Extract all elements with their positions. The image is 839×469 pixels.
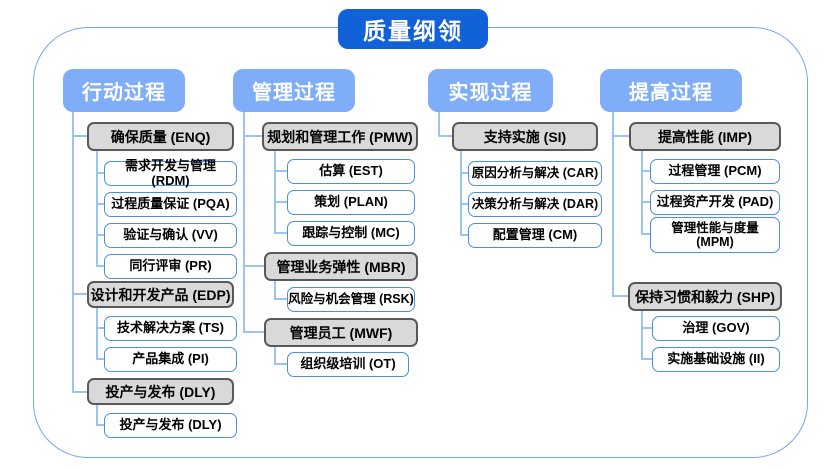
- connector-line: [274, 281, 276, 300]
- node-gov: 治理 (GOV): [652, 316, 780, 341]
- connector-line: [460, 172, 468, 174]
- connector-line: [641, 201, 650, 203]
- connector-line: [274, 170, 287, 172]
- connector-line: [274, 298, 287, 300]
- node-mwf: 管理员工 (MWF): [264, 318, 418, 347]
- connector-line: [274, 232, 287, 234]
- connector-line: [612, 295, 628, 297]
- node-rsk: 风险与机会管理 (RSK): [287, 287, 415, 312]
- node-enq: 确保质量 (ENQ): [87, 122, 234, 151]
- connector-line: [96, 265, 104, 267]
- connector-line: [96, 234, 104, 236]
- connector-line: [438, 112, 440, 137]
- node-rdm: 需求开发与管理 (RDM): [104, 158, 237, 187]
- connector-line: [243, 112, 245, 333]
- connector-line: [72, 391, 87, 393]
- connector-line: [460, 234, 468, 236]
- node-si: 支持实施 (SI): [452, 122, 598, 151]
- node-dly: 投产与发布 (DLY): [87, 378, 234, 405]
- connector-line: [641, 233, 650, 235]
- connector-line: [96, 405, 98, 426]
- node-pi: 产品集成 (PI): [104, 347, 237, 372]
- node-pcm: 过程管理 (PCM): [650, 159, 780, 184]
- node-edp: 设计和开发产品 (EDP): [87, 281, 234, 308]
- connector-line: [641, 358, 652, 360]
- connector-line: [72, 293, 87, 295]
- node-pqa: 过程质量保证 (PQA): [104, 192, 237, 217]
- connector-line: [243, 265, 264, 267]
- column-header-improvement-process: 提高过程: [600, 69, 742, 112]
- node-ts: 技术解决方案 (TS): [104, 316, 237, 341]
- connector-line: [612, 135, 629, 137]
- column-header-management-process: 管理过程: [233, 69, 355, 112]
- connector-line: [72, 135, 87, 137]
- node-ii: 实施基础设施 (II): [652, 347, 780, 372]
- node-est: 估算 (EST): [287, 159, 415, 184]
- connector-line: [438, 135, 452, 137]
- node-car: 原因分析与解决 (CAR): [468, 161, 602, 186]
- node-mpm: 管理性能与度量 (MPM): [650, 217, 780, 253]
- connector-line: [274, 151, 276, 233]
- connector-line: [96, 424, 104, 426]
- column-header-action-process: 行动过程: [63, 69, 185, 112]
- connector-line: [274, 201, 287, 203]
- node-mbr: 管理业务弹性 (MBR): [264, 252, 418, 281]
- diagram-title: 质量纲领: [338, 9, 488, 49]
- node-pmw: 规划和管理工作 (PMW): [262, 122, 418, 151]
- node-dly-child: 投产与发布 (DLY): [104, 413, 237, 438]
- node-ot: 组织级培训 (OT): [287, 352, 409, 377]
- connector-line: [274, 347, 276, 365]
- connector-line: [96, 327, 104, 329]
- connector-line: [641, 151, 643, 235]
- node-cm: 配置管理 (CM): [468, 223, 602, 248]
- node-vv: 验证与确认 (VV): [104, 223, 237, 248]
- connector-line: [96, 172, 104, 174]
- connector-line: [96, 151, 98, 267]
- connector-line: [460, 151, 462, 236]
- connector-line: [460, 203, 468, 205]
- connector-line: [641, 311, 643, 360]
- connector-line: [641, 327, 652, 329]
- connector-line: [243, 331, 264, 333]
- node-imp: 提高性能 (IMP): [629, 122, 781, 151]
- node-plan: 策划 (PLAN): [287, 190, 415, 215]
- connector-line: [96, 308, 98, 360]
- connector-line: [274, 363, 287, 365]
- connector-line: [72, 112, 74, 393]
- connector-line: [96, 358, 104, 360]
- column-header-realization-process: 实现过程: [428, 69, 553, 112]
- node-dar: 决策分析与解决 (DAR): [468, 192, 602, 217]
- connector-line: [243, 135, 262, 137]
- node-shp: 保持习惯和毅力 (SHP): [628, 282, 782, 311]
- connector-line: [612, 112, 614, 297]
- node-pad: 过程资产开发 (PAD): [650, 190, 780, 215]
- node-mc: 跟踪与控制 (MC): [287, 221, 415, 246]
- connector-line: [96, 203, 104, 205]
- connector-line: [641, 170, 650, 172]
- node-pr: 同行评审 (PR): [104, 254, 237, 279]
